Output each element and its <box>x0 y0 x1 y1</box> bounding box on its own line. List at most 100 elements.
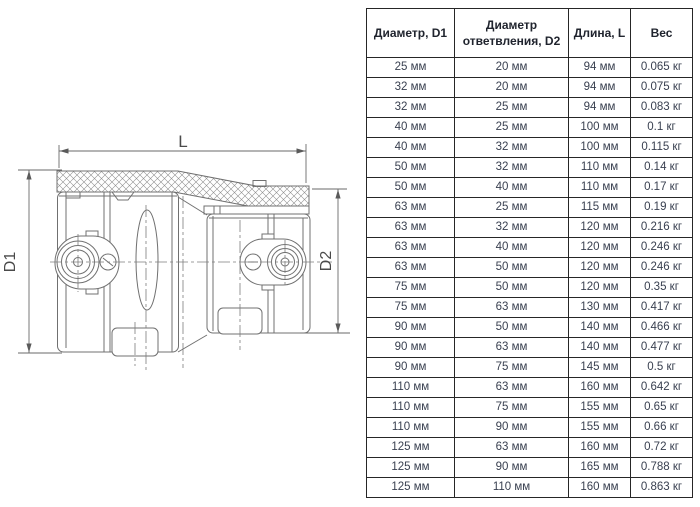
table-cell: 32 мм <box>366 77 455 98</box>
table-cell: 110 мм <box>366 417 455 438</box>
table-cell: 0.065 кг <box>630 57 693 78</box>
table-cell: 75 мм <box>454 397 569 418</box>
table-cell: 125 мм <box>366 437 455 458</box>
table-cell: 63 мм <box>454 437 569 458</box>
table-cell: 0.35 кг <box>630 277 693 298</box>
label-plates <box>111 307 263 357</box>
table-cell: 50 мм <box>366 157 455 178</box>
table-cell: 125 мм <box>366 457 455 478</box>
table-cell: 140 мм <box>568 337 631 358</box>
table-cell: 0.14 кг <box>630 157 693 178</box>
table-cell: 75 мм <box>454 357 569 378</box>
table-cell: 32 мм <box>454 217 569 238</box>
table-cell: 63 мм <box>454 297 569 318</box>
dimension-d1 <box>18 169 62 354</box>
table-cell: 0.216 кг <box>630 217 693 238</box>
table-cell: 63 мм <box>454 337 569 358</box>
table-cell: 90 мм <box>366 317 455 338</box>
table-cell: 0.246 кг <box>630 257 693 278</box>
table-cell: 100 мм <box>568 137 631 158</box>
table-cell: 0.788 кг <box>630 457 693 478</box>
table-cell: 20 мм <box>454 57 569 78</box>
table-cell: 0.466 кг <box>630 317 693 338</box>
table-cell: 94 мм <box>568 77 631 98</box>
dimension-l <box>58 144 307 183</box>
coupling-drawing-svg: L D1 D2 <box>2 132 350 372</box>
table-cell: 120 мм <box>568 237 631 258</box>
table-cell: 94 мм <box>568 97 631 118</box>
spec-table: Диаметр, D1 Диаметр ответвления, D2 Длин… <box>366 8 693 498</box>
table-cell: 145 мм <box>568 357 631 378</box>
dim-label-d1: D1 <box>2 252 19 273</box>
table-cell: 120 мм <box>568 257 631 278</box>
table-cell: 25 мм <box>454 97 569 118</box>
table-cell: 130 мм <box>568 297 631 318</box>
table-cell: 0.65 кг <box>630 397 693 418</box>
table-cell: 90 мм <box>454 417 569 438</box>
fusion-terminal-left <box>54 230 120 295</box>
table-cell: 0.115 кг <box>630 137 693 158</box>
table-cell: 0.19 кг <box>630 197 693 218</box>
table-cell: 50 мм <box>454 257 569 278</box>
table-cell: 0.1 кг <box>630 117 693 138</box>
table-cell: 165 мм <box>568 457 631 478</box>
table-cell: 110 мм <box>568 157 631 178</box>
dim-label-d2: D2 <box>318 251 335 272</box>
table-cell: 155 мм <box>568 397 631 418</box>
table-cell: 25 мм <box>454 117 569 138</box>
table-cell: 50 мм <box>454 317 569 338</box>
column-header-weight: Вес <box>630 8 693 58</box>
table-cell: 32 мм <box>454 137 569 158</box>
table-cell: 63 мм <box>366 257 455 278</box>
table-cell: 94 мм <box>568 57 631 78</box>
table-cell: 63 мм <box>366 217 455 238</box>
column-header-length: Длина, L <box>568 8 631 58</box>
column-header-d1: Диаметр, D1 <box>366 8 455 58</box>
table-cell: 40 мм <box>454 177 569 198</box>
table-cell: 115 мм <box>568 197 631 218</box>
table-cell: 140 мм <box>568 317 631 338</box>
table-cell: 25 мм <box>366 57 455 78</box>
table-cell: 50 мм <box>366 177 455 198</box>
table-cell: 0.642 кг <box>630 377 693 398</box>
table-cell: 0.5 кг <box>630 357 693 378</box>
table-cell: 160 мм <box>568 437 631 458</box>
dim-label-length: L <box>178 132 187 151</box>
table-cell: 32 мм <box>454 157 569 178</box>
table-cell: 0.075 кг <box>630 77 693 98</box>
table-cell: 120 мм <box>568 217 631 238</box>
table-cell: 100 мм <box>568 117 631 138</box>
table-cell: 50 мм <box>454 277 569 298</box>
table-cell: 25 мм <box>454 197 569 218</box>
table-cell: 0.246 кг <box>630 237 693 258</box>
table-cell: 32 мм <box>366 97 455 118</box>
table-cell: 160 мм <box>568 377 631 398</box>
table-cell: 160 мм <box>568 477 631 498</box>
table-cell: 75 мм <box>366 277 455 298</box>
table-cell: 75 мм <box>366 297 455 318</box>
table-cell: 0.863 кг <box>630 477 693 498</box>
table-cell: 63 мм <box>454 377 569 398</box>
table-cell: 40 мм <box>366 117 455 138</box>
table-cell: 90 мм <box>366 357 455 378</box>
table-header-row: Диаметр, D1 Диаметр ответвления, D2 Длин… <box>366 8 693 58</box>
